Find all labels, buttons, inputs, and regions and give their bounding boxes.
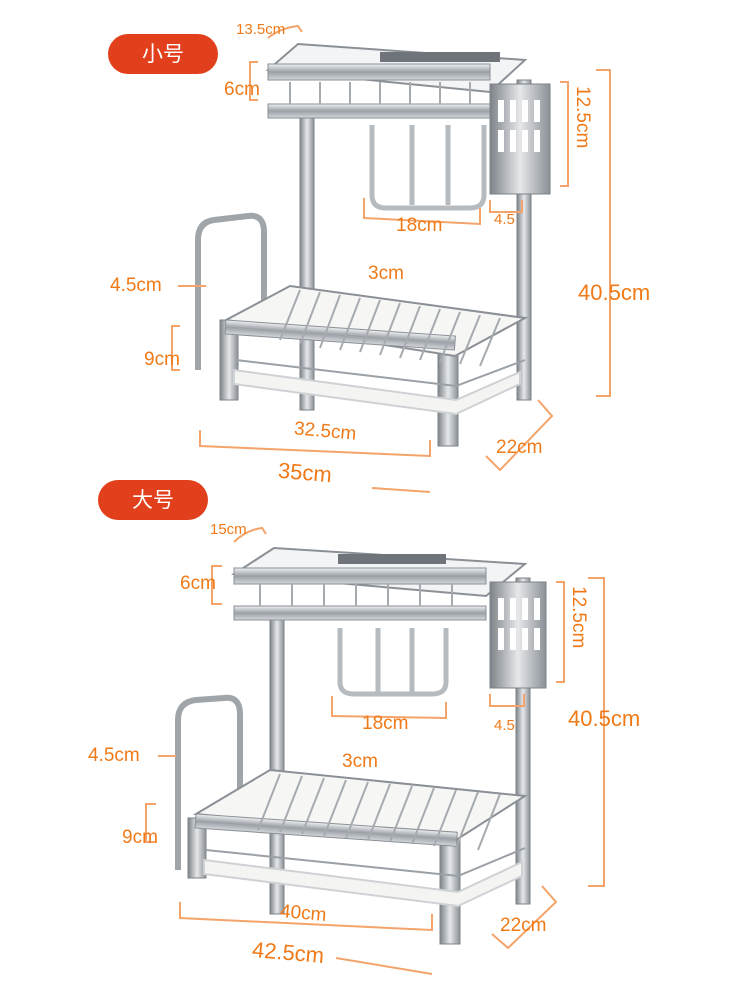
large-size-panel: 大号 <box>0 478 750 978</box>
dim-knife-width: 18cm <box>362 713 409 734</box>
rack-frame <box>195 42 551 447</box>
dim-total-height: 40.5cm <box>568 706 641 731</box>
small-size-panel: 小号 <box>108 21 651 493</box>
dim-holder-height: 12.5cm <box>572 86 593 149</box>
dim-board-height: 9cm <box>144 349 180 370</box>
dim-holder-height: 12.5cm <box>568 586 589 649</box>
dim-top-depth: 15cm <box>210 521 247 538</box>
size-badge-small: 小号 <box>108 34 218 74</box>
dim-slot-gap: 3cm <box>368 263 404 284</box>
dim-board-height: 9cm <box>122 827 158 848</box>
dimension-lines <box>145 526 605 975</box>
dim-holder-width: 4.5 <box>494 211 515 228</box>
dim-top-height: 6cm <box>224 79 260 100</box>
dim-depth: 22cm <box>500 915 547 936</box>
dim-inner-width: 32.5cm <box>293 418 358 445</box>
dim-board-width: 4.5cm <box>88 745 140 766</box>
rack-frame <box>175 546 547 945</box>
dim-depth: 22cm <box>496 437 543 458</box>
dim-total-height: 40.5cm <box>578 280 651 305</box>
dim-knife-width: 18cm <box>396 215 443 236</box>
dish-rack-large-illustration <box>145 526 605 975</box>
dim-top-height: 6cm <box>180 573 216 594</box>
dimension-lines <box>171 24 611 493</box>
dish-rack-small-illustration <box>171 24 611 493</box>
dim-outer-width: 42.5cm <box>251 936 326 969</box>
dim-slot-gap: 3cm <box>342 751 378 772</box>
dim-holder-width: 4.5 <box>494 717 515 734</box>
size-badge-large: 大号 <box>98 480 208 520</box>
dim-board-width: 4.5cm <box>110 275 162 296</box>
dim-top-depth: 13.5cm <box>236 21 286 38</box>
dim-inner-width: 40cm <box>279 901 328 926</box>
